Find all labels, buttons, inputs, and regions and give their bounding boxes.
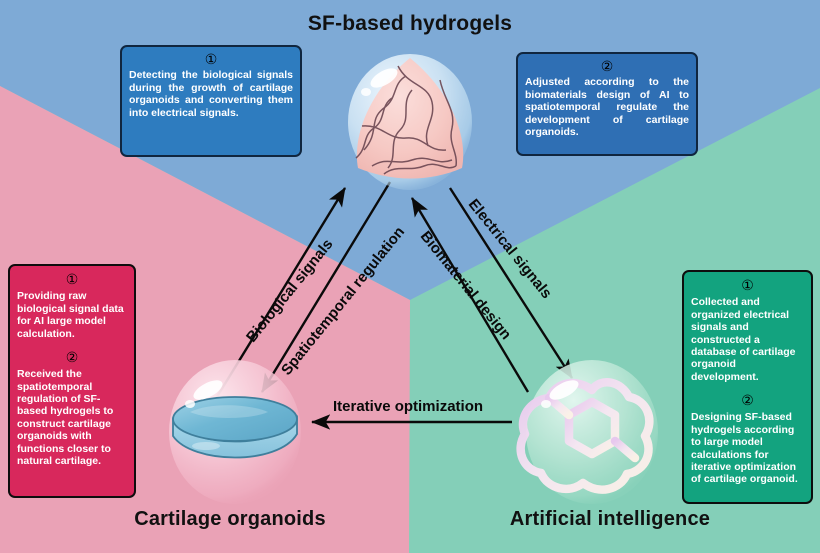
cartilage-organoid-illustration [169, 360, 301, 504]
info-box-hydrogel-2-text: Adjusted according to the biomaterials d… [525, 76, 689, 138]
info-box-organoid: ① Providing raw biological signal data f… [8, 264, 136, 498]
info-box-hydrogel-1-text: Detecting the biological signals during … [129, 69, 293, 119]
info-box-hydrogel-1: ① Detecting the biological signals durin… [120, 45, 302, 157]
info-box-ai-1-text: Collected and organized electrical signa… [691, 296, 796, 383]
info-box-hydrogel-1-number: ① [204, 51, 218, 67]
info-box-hydrogel-2-number: ② [600, 58, 614, 74]
info-box-ai-1-number: ① [741, 277, 754, 293]
sf-hydrogel-illustration [348, 54, 472, 190]
arrow-biomaterial-design [410, 197, 530, 393]
title-artificial-intelligence: Artificial intelligence [509, 508, 711, 530]
arrow-label-iterative-optimization: Iterative optimization [333, 398, 484, 415]
title-cartilage-organoids: Cartilage organoids [134, 508, 326, 530]
info-box-organoid-2-number: ② [65, 348, 79, 365]
arrow-electrical-signals [448, 187, 574, 379]
info-box-ai-2-number: ② [741, 392, 754, 409]
info-box-organoid-1-text: Providing raw biological signal data for… [17, 290, 124, 340]
arrow-spatiotemporal-regulation [260, 181, 392, 393]
ai-logo-illustration [516, 360, 658, 504]
info-box-ai-2-text: Designing SF-based hydrogels according t… [691, 411, 798, 486]
title-sf-based-hydrogels: SF-based hydrogels [307, 12, 513, 35]
info-box-organoid-1-number: ① [65, 271, 79, 287]
info-box-organoid-2-text: Received the spatiotemporal regulation o… [17, 368, 114, 467]
info-box-ai: ① Collected and organized electrical sig… [682, 270, 813, 504]
info-box-hydrogel-2: ② Adjusted according to the biomaterials… [516, 52, 698, 156]
